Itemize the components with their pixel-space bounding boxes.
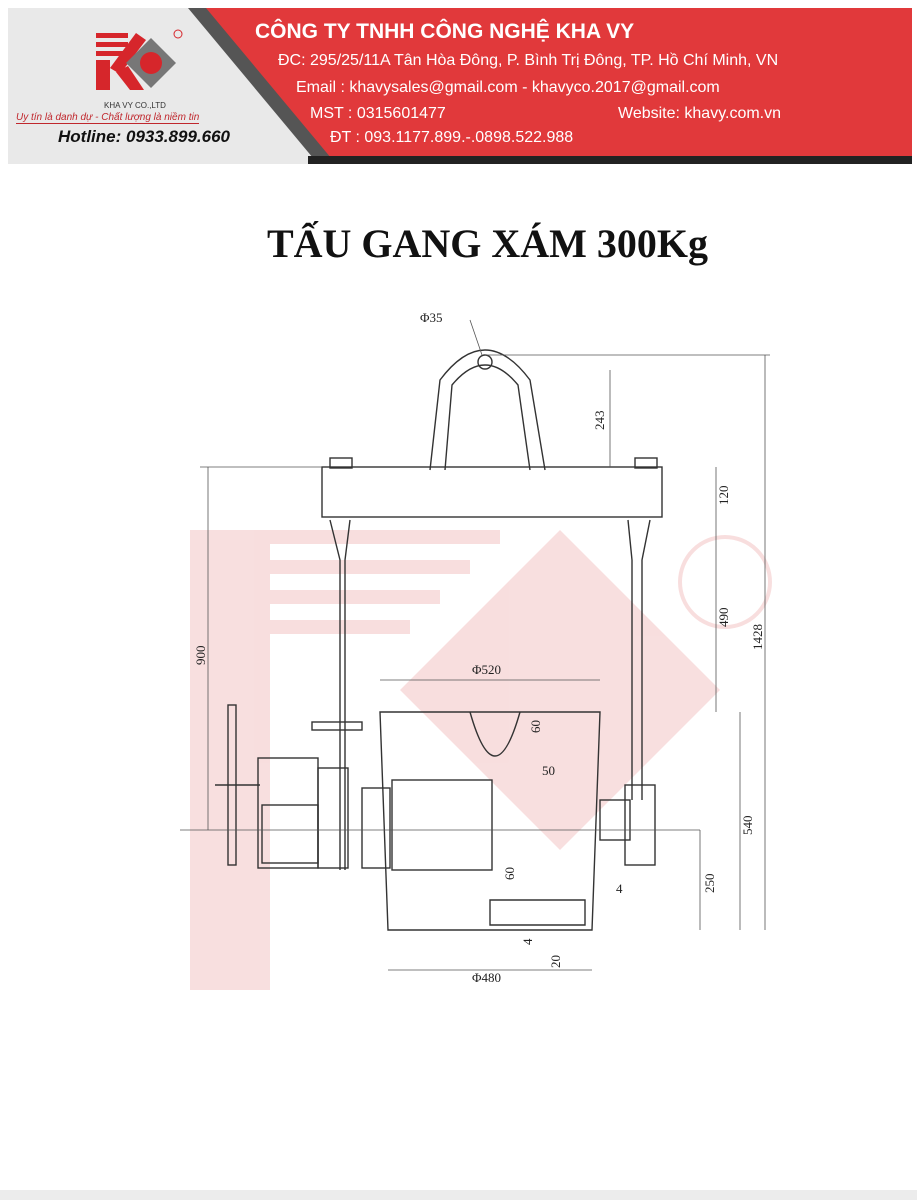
dimension-lines	[180, 319, 770, 971]
address: ĐC: 295/25/11A Tân Hòa Đông, P. Bình Trị…	[278, 52, 779, 69]
dim-bail-diameter: Φ35	[420, 310, 443, 325]
dim-wall-4: 4	[616, 881, 623, 896]
dim-total-height: 1428	[750, 624, 765, 650]
dim-lip-50: 50	[542, 763, 555, 778]
dim-left-height: 900	[193, 646, 208, 666]
dim-top-diameter: Φ520	[472, 662, 501, 677]
dim-bottom-4: 4	[520, 938, 535, 945]
company-logo	[96, 29, 183, 90]
tax-code: MST : 0315601477	[310, 105, 446, 122]
dim-rod-height: 490	[716, 608, 731, 628]
dim-beam-height: 120	[716, 486, 731, 506]
hotline: Hotline: 0933.899.660	[58, 127, 230, 146]
dim-body-height: 540	[740, 816, 755, 836]
email: Email : khavysales@gmail.com - khavyco.2…	[296, 79, 720, 96]
company-short-name: KHA VY CO.,LTD	[104, 101, 166, 110]
slogan: Uy tín là danh dự - Chất lượng là niềm t…	[16, 112, 200, 124]
ladle-technical-drawing: Φ35 243 120 490 1428 900 Φ520 60 50 540 …	[180, 310, 772, 990]
dim-bottom-20: 20	[548, 955, 563, 968]
page-bottom-bar	[0, 1190, 917, 1200]
dim-bail-height: 243	[592, 411, 607, 431]
dim-lip-60: 60	[528, 720, 543, 733]
dim-trunnion-height: 250	[702, 874, 717, 894]
cross-beam	[321, 466, 663, 518]
company-name: CÔNG TY TNHH CÔNG NGHỆ KHA VY	[255, 20, 635, 43]
phone: ĐT : 093.1177.899.-.0898.522.988	[330, 129, 574, 146]
watermark-logo	[190, 530, 772, 990]
ladle-body	[379, 711, 601, 931]
bail	[429, 349, 546, 471]
dim-bottom-60: 60	[502, 867, 517, 880]
banner-bottom-strip	[308, 156, 912, 164]
banner-red-panel	[198, 8, 912, 164]
page-title: TẤU GANG XÁM 300Kg	[266, 221, 709, 266]
website: Website: khavy.com.vn	[618, 105, 782, 122]
company-banner: KHA VY CO.,LTD Uy tín là danh dự - Chất …	[8, 8, 912, 164]
dim-bottom-diameter: Φ480	[472, 970, 501, 985]
